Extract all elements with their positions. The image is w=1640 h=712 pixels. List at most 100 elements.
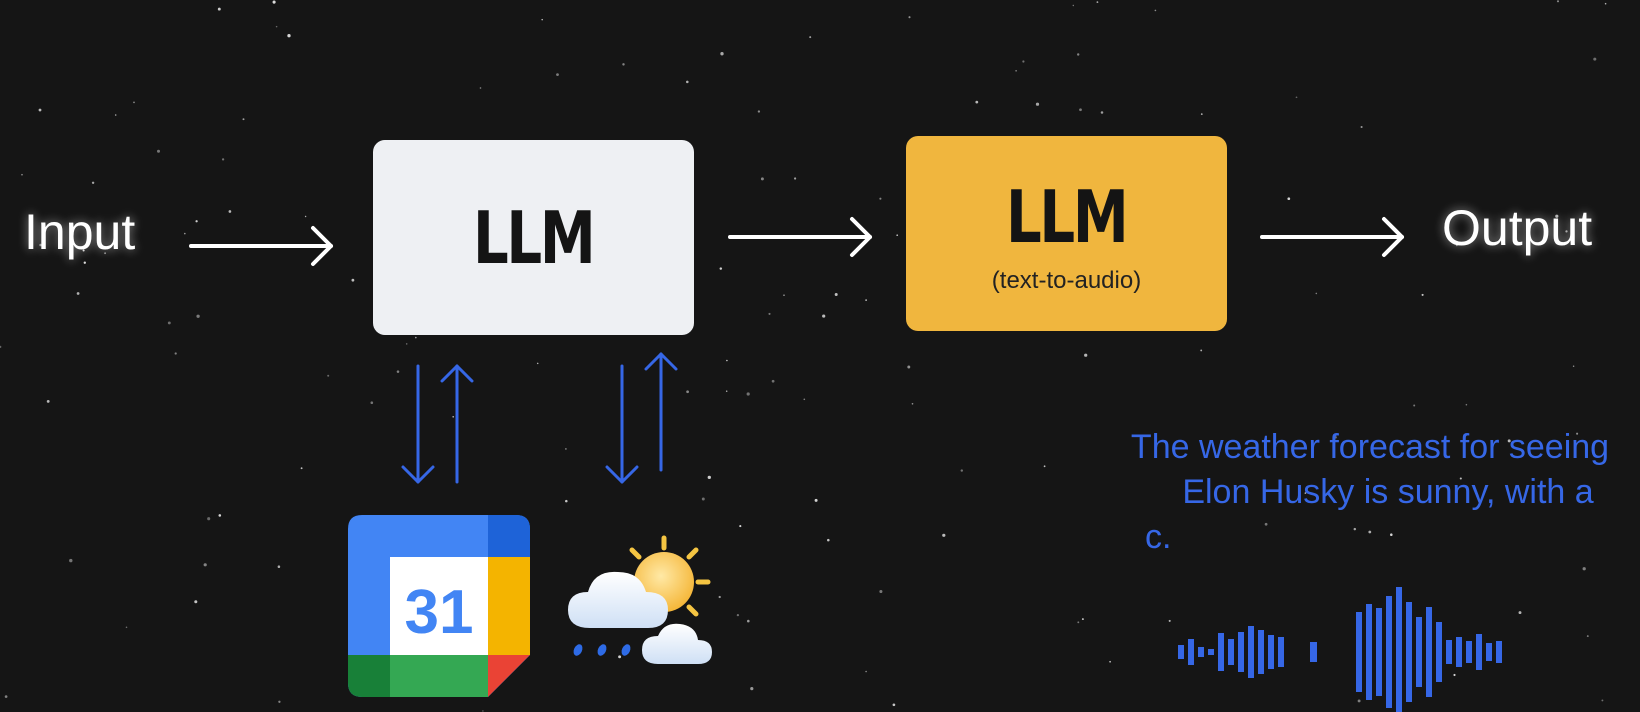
star	[207, 517, 211, 521]
llm-text-to-audio-title: LLM	[1006, 174, 1129, 259]
star	[720, 52, 724, 56]
weather-down-arrow	[605, 364, 639, 484]
star	[736, 613, 740, 617]
star	[194, 600, 198, 604]
star	[701, 497, 705, 501]
star	[482, 710, 484, 712]
star	[1368, 530, 1372, 534]
star	[1022, 60, 1025, 63]
star	[1072, 4, 1075, 7]
star	[1555, 214, 1559, 218]
waveform-bar	[1188, 639, 1194, 665]
star	[195, 220, 198, 223]
star	[1421, 293, 1424, 296]
star	[1360, 125, 1363, 129]
star	[1109, 660, 1111, 663]
star	[242, 118, 245, 121]
input-label: Input	[24, 204, 136, 260]
star	[879, 197, 882, 200]
star	[1168, 619, 1171, 622]
star	[4, 695, 8, 698]
star	[351, 278, 355, 282]
star	[157, 149, 160, 153]
star	[892, 703, 896, 707]
star	[30, 219, 33, 222]
star	[479, 87, 482, 89]
star	[1586, 635, 1589, 638]
calendar-icon: 31	[348, 515, 530, 697]
star	[942, 533, 946, 537]
star	[556, 73, 559, 76]
star	[1081, 618, 1084, 621]
star	[304, 215, 307, 218]
star	[69, 558, 73, 563]
waveform-bar	[1416, 617, 1422, 687]
star	[686, 390, 689, 394]
star	[1390, 533, 1393, 536]
star	[1035, 102, 1040, 106]
star	[1459, 477, 1462, 480]
output-label: Output	[1442, 200, 1593, 256]
star	[707, 475, 711, 480]
star	[275, 25, 278, 28]
star	[814, 498, 818, 502]
star	[750, 687, 754, 691]
star	[196, 314, 200, 318]
star	[1507, 439, 1511, 443]
star	[1593, 57, 1597, 61]
star	[1200, 113, 1203, 115]
star	[822, 314, 826, 318]
star	[1077, 621, 1080, 624]
star	[76, 292, 80, 295]
calendar-day-number: 31	[405, 578, 474, 647]
star	[1334, 436, 1337, 439]
star	[746, 392, 750, 396]
star	[217, 7, 221, 11]
star	[1357, 699, 1361, 703]
waveform-bar	[1278, 637, 1284, 667]
waveform-bar	[1310, 642, 1317, 662]
star	[21, 173, 23, 176]
star	[794, 177, 797, 180]
star	[1295, 96, 1298, 99]
star	[415, 336, 417, 339]
star	[38, 108, 42, 112]
star	[0, 345, 2, 349]
tts-to-output-arrow	[1260, 217, 1404, 257]
waveform-bar	[1496, 641, 1502, 663]
star	[809, 36, 812, 39]
star	[228, 210, 232, 213]
waveform-bar	[1178, 645, 1184, 659]
star	[1453, 673, 1456, 677]
star	[771, 379, 775, 383]
star	[757, 110, 761, 113]
star	[565, 499, 568, 503]
star	[725, 390, 728, 392]
waveform-bar	[1208, 649, 1214, 655]
star	[1604, 2, 1607, 5]
text-to-audio-subtitle: (text-to-audio)	[991, 266, 1142, 294]
star	[1100, 111, 1104, 114]
star	[1154, 9, 1157, 12]
star	[167, 321, 171, 325]
star	[726, 359, 728, 362]
star	[1576, 432, 1579, 435]
waveform-bar	[1218, 633, 1224, 671]
star	[865, 299, 867, 301]
waveform-bar	[1446, 640, 1452, 664]
star	[133, 101, 135, 104]
star	[203, 563, 207, 567]
star	[1287, 197, 1291, 201]
star	[1077, 53, 1080, 56]
calendar-up-arrow	[440, 364, 474, 484]
llm-to-tts-arrow	[728, 217, 872, 257]
waveform-bar	[1426, 607, 1432, 697]
star	[1518, 611, 1522, 615]
llm-box-title: LLM	[473, 195, 596, 280]
star	[91, 181, 95, 184]
star	[452, 415, 455, 418]
star	[1572, 365, 1575, 368]
star	[827, 538, 830, 542]
input-to-llm-arrow	[189, 226, 333, 266]
llm-text-to-audio-box: LLM (text-to-audio)	[906, 136, 1227, 331]
